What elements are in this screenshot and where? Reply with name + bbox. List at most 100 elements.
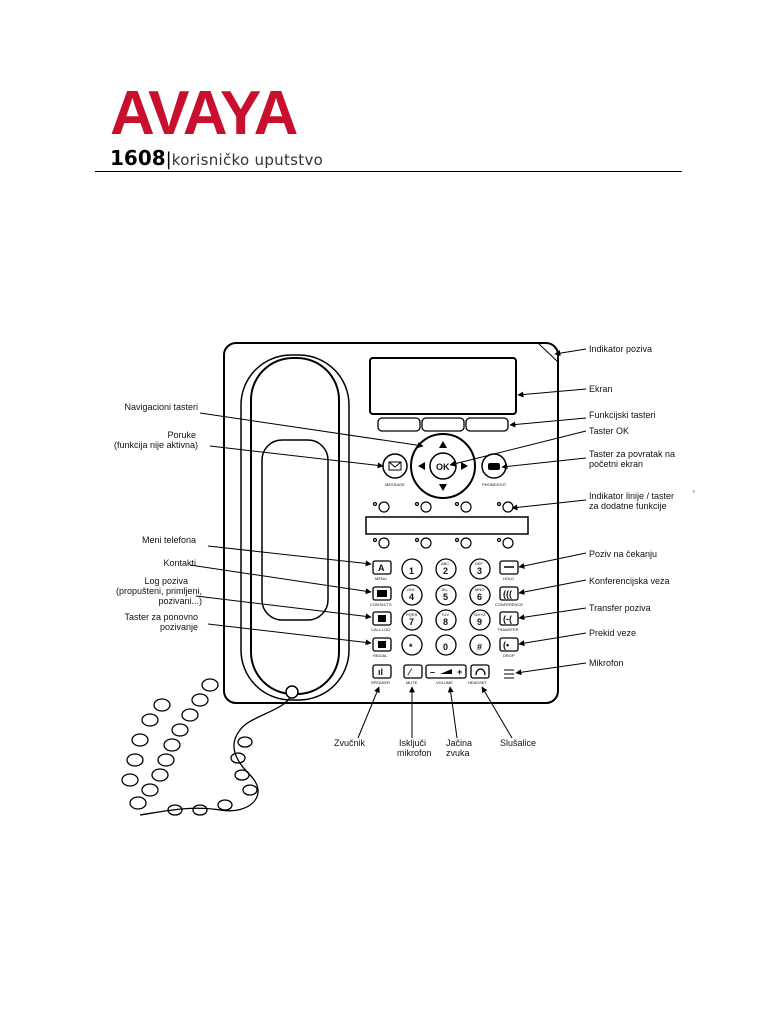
volume-plus: + xyxy=(457,667,462,677)
label-poziv-na-cekanju: Poziv na čekanju xyxy=(589,549,657,559)
headset-icon xyxy=(475,668,486,676)
label-poruke-line1: Poruke xyxy=(167,430,196,440)
transfer-button xyxy=(499,611,519,626)
menu-label: MENU xyxy=(375,576,387,581)
cord-plug xyxy=(285,685,299,699)
phone-icon xyxy=(488,463,500,470)
drop-button xyxy=(499,637,519,652)
call-log-icon xyxy=(378,615,386,622)
mute-label: MUTE xyxy=(406,680,418,685)
label-jacina-line1: Jačina xyxy=(446,738,472,748)
leader-lines-bottom xyxy=(357,686,513,739)
contacts-label: CONTACTS xyxy=(370,602,392,607)
label-meni-telefona: Meni telefona xyxy=(142,535,196,545)
label-povratak-line2: početni ekran xyxy=(589,459,643,469)
label-mikrofon: Mikrofon xyxy=(589,658,624,668)
volume-ramp-icon xyxy=(440,669,452,674)
button-label-strip xyxy=(365,516,529,535)
hold-label: HOLD xyxy=(503,576,514,581)
function-key-2 xyxy=(421,417,465,432)
display-screen xyxy=(369,357,517,415)
conference-label: CONFERENCE xyxy=(495,602,523,607)
document-subtitle: korisničko uputstvo xyxy=(171,151,324,169)
title-separator: | xyxy=(165,149,172,170)
label-jacina-line2: zvuka xyxy=(446,748,470,758)
avaya-logo-text: AVAYA xyxy=(110,80,298,140)
key-7-letters: PQRS xyxy=(406,612,418,617)
key-3-letters: DEF xyxy=(475,561,484,566)
function-key-1 xyxy=(377,417,421,432)
key-5-letters: JKL xyxy=(441,587,449,592)
key-4-letters: GHI xyxy=(407,587,414,592)
label-transfer-poziva: Transfer poziva xyxy=(589,603,651,613)
message-label: MESSAGE xyxy=(385,482,405,487)
menu-icon-letter: A xyxy=(378,563,385,573)
speaker-button xyxy=(372,664,392,679)
label-indikator-linije-line2: za dodatne funkcije xyxy=(589,501,667,511)
label-indikator-linije-line1: Indikator linije / taster xyxy=(589,491,674,501)
label-iskljuci-line2: mikrofon xyxy=(397,748,432,758)
phone-exit-label: PHONE/EXIT xyxy=(482,482,507,487)
key-0-digit: 0 xyxy=(443,642,448,652)
label-slusalice: Slušalice xyxy=(500,738,536,748)
label-ponovno-line1: Taster za ponovno xyxy=(124,612,198,622)
label-prekid-veze: Prekid veze xyxy=(589,628,636,638)
redial-label: REDIAL xyxy=(373,653,388,658)
key-7-digit: 7 xyxy=(409,617,414,627)
label-iskljuci-line1: Isključi xyxy=(399,738,426,748)
nav-up-icon xyxy=(439,441,447,448)
header-rule xyxy=(95,171,682,172)
envelope-icon xyxy=(388,461,402,471)
coiled-cord xyxy=(121,678,293,816)
label-log-poziva-line3: pozivani...) xyxy=(158,596,202,606)
drop-label: DROP xyxy=(503,653,515,658)
leader-lines-left xyxy=(189,412,424,646)
key-5-digit: 5 xyxy=(443,592,448,602)
label-taster-ok: Taster OK xyxy=(589,426,629,436)
mute-icon: ⁄ xyxy=(407,667,413,677)
key-hash-digit: # xyxy=(477,642,482,652)
label-zvucnik: Zvučnik xyxy=(334,738,366,748)
nav-left-icon xyxy=(418,462,425,470)
key-9-letters: WXYZ xyxy=(474,612,486,617)
key-6-letters: MNO xyxy=(475,587,484,592)
keypad xyxy=(401,558,491,656)
transfer-icon: (-( xyxy=(503,614,512,624)
conference-button xyxy=(499,586,519,601)
key-9-digit: 9 xyxy=(477,617,482,627)
model-number: 1608 xyxy=(110,146,166,170)
label-log-poziva-line2: (propušteni, primljeni, xyxy=(116,586,202,596)
label-povratak-line1: Taster za povratak na xyxy=(589,449,675,459)
handset-grip xyxy=(261,439,329,621)
headset-label: HEADSET xyxy=(468,680,487,685)
key-2-digit: 2 xyxy=(443,566,448,576)
label-ekran: Ekran xyxy=(589,384,613,394)
redial-icon xyxy=(378,641,386,648)
message-button xyxy=(382,453,408,479)
key-4-digit: 4 xyxy=(409,592,414,602)
label-poruke-line2: (funkcija nije aktivna) xyxy=(114,440,198,450)
conference-icon: ((( xyxy=(503,589,512,599)
volume-minus: – xyxy=(430,667,435,677)
key-1-digit: 1 xyxy=(409,566,414,576)
contacts-icon xyxy=(377,590,387,597)
keypad-labels: 1 2 ABC 3 DEF 4 GHI 5 JKL 6 MNO 7 PQRS 8… xyxy=(406,561,486,652)
menu-button xyxy=(372,560,392,575)
leader-lines-right xyxy=(449,348,587,676)
key-8-letters: TUV xyxy=(441,612,449,617)
line-buttons-bottom xyxy=(372,537,514,549)
speaker-icon: ıl xyxy=(378,667,383,677)
ok-button xyxy=(429,452,457,480)
document-title: 1608|korisničko uputstvo xyxy=(110,146,323,170)
volume-label: VOLUME xyxy=(436,680,453,685)
stray-mark: ' xyxy=(693,489,695,499)
key-3-digit: 3 xyxy=(477,566,482,576)
label-funkcijski-tasteri: Funkcijski tasteri xyxy=(589,410,656,420)
microphone-grille xyxy=(504,669,514,679)
mute-button xyxy=(403,664,423,679)
label-log-poziva-line1: Log poziva xyxy=(144,576,188,586)
label-kontakti: Kontakti xyxy=(163,558,196,568)
key-star-digit: * xyxy=(409,642,413,652)
label-konferencijska-veza: Konferencijska veza xyxy=(589,576,670,586)
